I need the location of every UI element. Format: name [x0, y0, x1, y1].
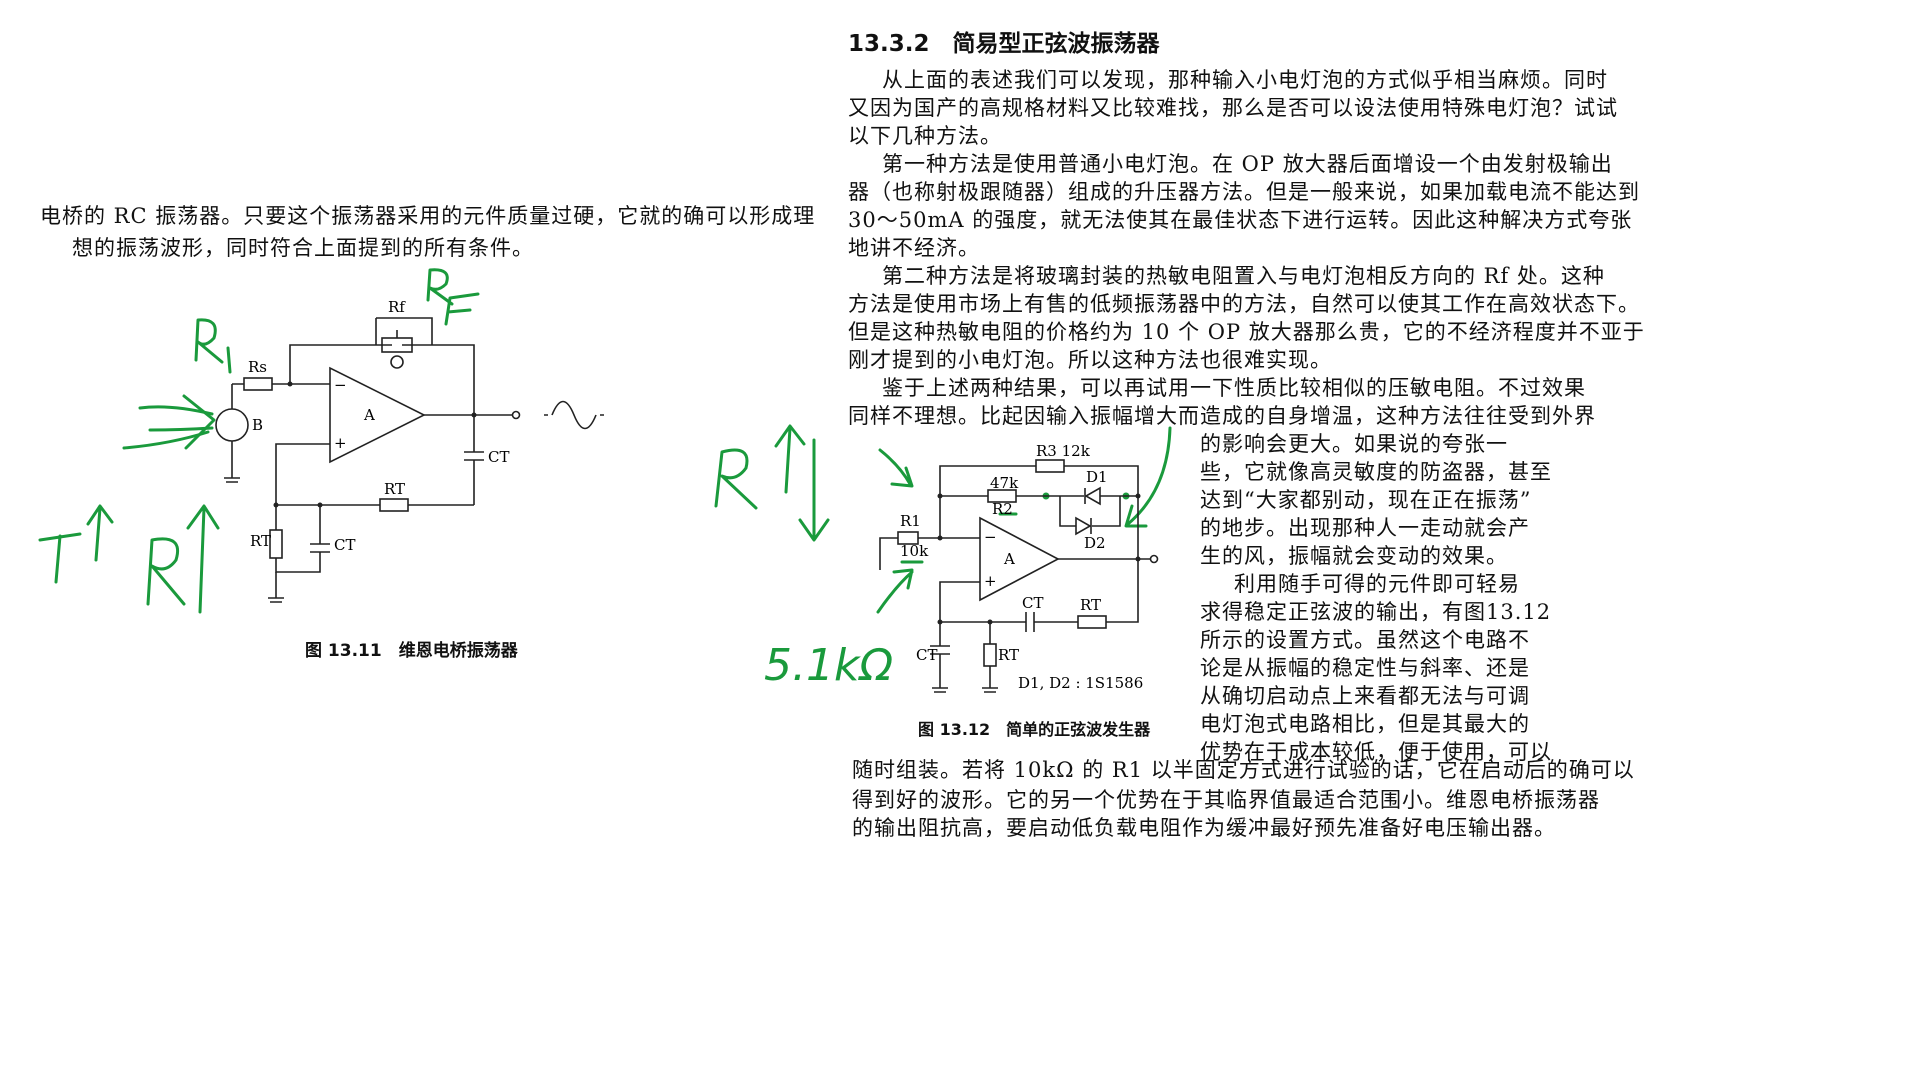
p1-line-2: 又因为国产的高规格材料又比较难找，那么是否可以设法使用特殊电灯泡？试试 [848, 96, 1618, 120]
wien-bridge-circuit: Rf Rs A − + B CT RT RT CT [38, 268, 604, 614]
p3-line-1: 第二种方法是将玻璃封装的热敏电阻置入与电灯泡相反方向的 Rf 处。这种 [882, 264, 1605, 288]
p2-line-4: 地讲不经济。 [848, 236, 980, 260]
resistor-rs [243, 377, 273, 391]
wrap-line-7: 求得稳定正弦波的输出，有图13.12 [1200, 600, 1552, 624]
label-ct-shunt-2: CT [916, 646, 937, 664]
wrap-line-5: 生的风，振幅就会变动的效果。 [1200, 544, 1508, 568]
section-heading: 13.3.2 简易型正弦波振荡器 [848, 31, 1160, 57]
wrap-line-8: 所示的设置方式。虽然这个电路不 [1200, 628, 1530, 652]
label-r1: R1 [900, 512, 921, 530]
label-rt-shunt: RT [250, 532, 271, 550]
resistor-rt-series-2 [1077, 615, 1107, 629]
p4-line-1: 鉴于上述两种结果，可以再试用一下性质比较相似的压敏电阻。不过效果 [882, 376, 1586, 400]
diode-d2 [1075, 516, 1092, 536]
sine-wave [544, 400, 604, 430]
hand-arrow-right [1124, 426, 1172, 528]
p2-line-1: 第一种方法是使用普通小电灯泡。在 OP 放大器后面增设一个由发射极输出 [882, 152, 1613, 176]
left-intro-line-1: 电桥的 RC 振荡器。只要这个振荡器采用的元件质量过硬，它就的确可以形成理 [40, 204, 816, 228]
hand-arrow-bottom [876, 568, 914, 614]
label-plus-2: + [984, 572, 997, 590]
label-rt-series: RT [384, 480, 405, 498]
diode-d1 [1084, 486, 1101, 506]
wrap-line-12: 优势在于成本较低，便于使用，可以 [1200, 740, 1552, 764]
wrap-line-2: 些，它就像高灵敏度的防盗器，甚至 [1200, 460, 1552, 484]
resistor-rt-shunt [269, 529, 283, 559]
wrap-line-4: 的地步。出现那种人一走动就会产 [1200, 516, 1530, 540]
label-ct-right: CT [488, 448, 509, 466]
resistor-r1 [897, 531, 919, 545]
left-intro-line-2: 想的振荡波形，同时符合上面提到的所有条件。 [72, 236, 534, 260]
hand-r1-subscript [226, 346, 232, 374]
label-ct-series: CT [1022, 594, 1043, 612]
label-10k: 10k [900, 542, 929, 560]
resistor-rt-series [379, 498, 409, 512]
label-d1: D1 [1086, 468, 1108, 486]
tail-line-2: 得到好的波形。它的另一个优势在于其临界值最适合范围小。维恩电桥振荡器 [852, 788, 1600, 812]
p4-line-2: 同样不理想。比起因输入振幅增大而造成的自身增温，这种方法往往受到外界 [848, 404, 1596, 428]
hand-t [38, 532, 82, 584]
hand-r [714, 448, 758, 510]
hand-rf-letter-r [426, 268, 454, 306]
label-a: A [363, 406, 375, 424]
label-d2: D2 [1084, 534, 1106, 552]
hand-r1-letter [194, 318, 224, 364]
hand-value-5-1k: 5.1kΩ [764, 640, 893, 691]
label-b: B [252, 416, 263, 434]
op-amp-a-2 [979, 516, 1060, 602]
p3-line-3: 但是这种热敏电阻的价格约为 10 个 OP 放大器那么贵，它的不经济程度并不亚于 [848, 320, 1645, 344]
figure-13-11-caption: 图 13.11 维恩电桥振荡器 [305, 641, 518, 661]
label-diodes: D1, D2 : 1S1586 [1018, 674, 1143, 692]
label-r3: R3 12k [1036, 442, 1091, 460]
wrap-line-10: 从确切启动点上来看都无法与可调 [1200, 684, 1530, 708]
label-minus: − [334, 376, 347, 394]
circuit-wires [879, 459, 1159, 693]
label-plus: + [334, 434, 347, 452]
resistor-rt-shunt-2 [983, 643, 997, 667]
hand-up-arrow-2 [186, 504, 220, 614]
label-rs: Rs [248, 358, 267, 376]
bulb-b [215, 408, 249, 442]
hand-arrow-top [878, 448, 914, 488]
hand-up-arrow-1 [86, 504, 114, 562]
hand-rf-letter-f [444, 292, 480, 326]
wrap-line-6: 利用随手可得的元件即可轻易 [1234, 572, 1520, 596]
sine-generator-circuit: 5.1kΩ R3 12k 47k R2 D1 [714, 424, 1172, 693]
wrap-line-1: 的影响会更大。如果说的夸张一 [1200, 432, 1508, 456]
circuit-wires [215, 317, 604, 603]
p2-line-2: 器（也称射极跟随器）组成的升压器方法。但是一般来说，如果加载电流不能达到 [848, 180, 1640, 204]
hand-down-arrow [798, 438, 830, 542]
p3-line-4: 刚才提到的小电灯泡。所以这种方法也很难实现。 [848, 348, 1332, 372]
resistor-r3 [1035, 459, 1065, 473]
label-ct-shunt: CT [334, 536, 355, 554]
hand-r [146, 537, 186, 606]
label-47k: 47k [990, 474, 1019, 492]
label-minus-2: − [984, 528, 997, 546]
label-rf: Rf [388, 298, 406, 316]
p2-line-3: 30～50mA 的强度，就无法使其在最佳状态下进行运转。因此这种解决方式夸张 [848, 208, 1633, 232]
wrap-line-3: 达到“大家都别动，现在正在振荡” [1200, 488, 1532, 512]
label-r2: R2 [992, 500, 1013, 518]
label-rt-series-2: RT [1080, 596, 1101, 614]
tail-line-3: 的输出阻抗高，要启动低负载电阻作为缓冲最好预先准备好电压输出器。 [852, 816, 1556, 840]
resistor-r2 [987, 489, 1017, 503]
p1-line-3: 以下几种方法。 [848, 124, 1002, 148]
hand-arrow-head [182, 394, 216, 450]
hand-up-arrow [774, 424, 806, 494]
wrap-line-9: 论是从振幅的稳定性与斜率、还是 [1200, 656, 1530, 680]
label-a-2: A [1003, 550, 1015, 568]
p1-line-1: 从上面的表述我们可以发现，那种输入小电灯泡的方式似乎相当麻烦。同时 [882, 68, 1608, 92]
figure-13-12-caption: 图 13.12 简单的正弦波发生器 [918, 720, 1151, 739]
label-rt-shunt-2: RT [998, 646, 1019, 664]
wrap-line-11: 电灯泡式电路相比，但是其最大的 [1200, 712, 1530, 736]
tail-line-1: 随时组装。若将 10kΩ 的 R1 以半固定方式进行试验的话，它在启动后的确可以 [852, 758, 1635, 782]
p3-line-2: 方法是使用市场上有售的低频振荡器中的方法，自然可以使其工作在高效状态下。 [848, 292, 1640, 316]
op-amp-a [329, 366, 426, 464]
